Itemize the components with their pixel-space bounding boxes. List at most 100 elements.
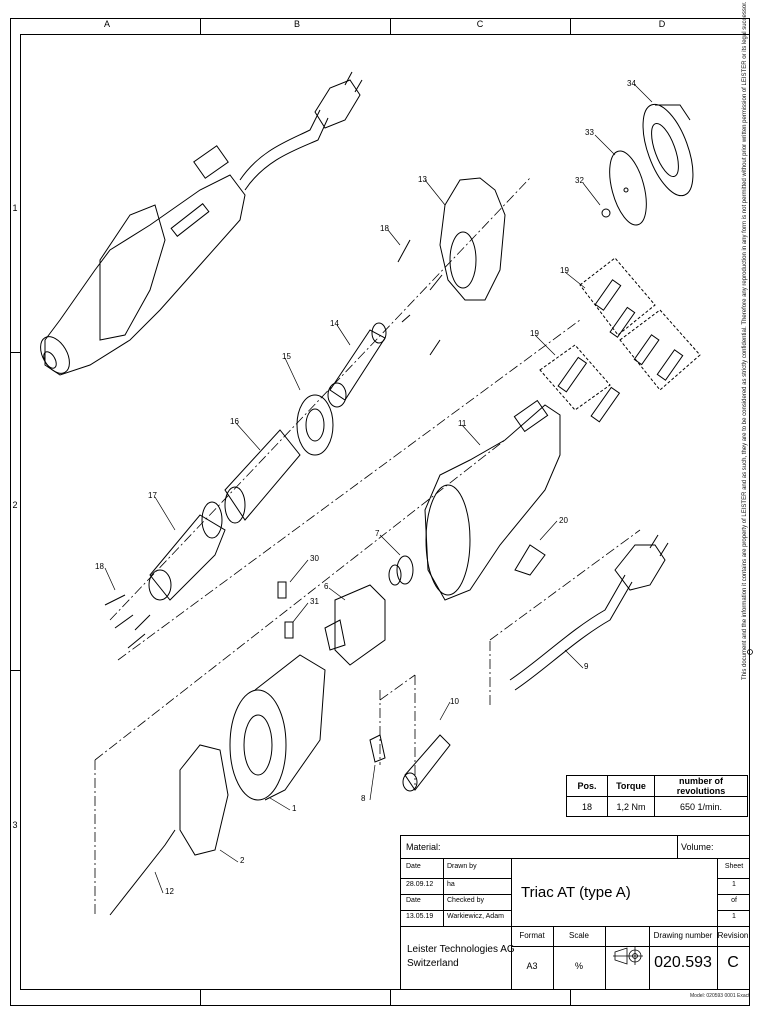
scale-value: % xyxy=(574,961,583,971)
grid-row-label: 3 xyxy=(12,820,18,830)
spec-cell-revolutions: 650 1/min. xyxy=(654,796,748,817)
callout-6: 6 xyxy=(324,582,329,591)
drawn-by: ha xyxy=(447,881,455,888)
date-label: Date xyxy=(406,897,421,904)
callout-2: 2 xyxy=(240,856,245,865)
callout-30: 30 xyxy=(310,554,319,563)
spec-cell-torque: 1,2 Nm xyxy=(607,796,655,817)
spec-header-pos: Pos. xyxy=(566,775,608,797)
part-2-cover xyxy=(179,744,229,856)
part-32-nut xyxy=(601,208,611,218)
part-10-pipe xyxy=(402,734,451,792)
company-name: Leister Technologies AG xyxy=(407,944,515,955)
callout-16: 16 xyxy=(230,417,239,426)
scale-label: Scale xyxy=(568,931,589,940)
callout-13: 13 xyxy=(418,175,427,184)
torque-spec-table: Pos. Torque number of revolutions 18 1,2… xyxy=(566,775,748,817)
part-34-ring xyxy=(642,103,694,197)
spec-header-torque: Torque xyxy=(607,775,655,797)
grid-divider xyxy=(10,352,20,353)
part-19-switches xyxy=(557,279,684,423)
grid-divider xyxy=(200,18,201,34)
callout-8: 8 xyxy=(361,794,366,803)
sheet-number: 1 xyxy=(732,881,736,888)
part-20-cover xyxy=(514,544,546,576)
callout-20: 20 xyxy=(559,516,568,525)
material-label: Material: xyxy=(406,842,441,852)
format-label: Format xyxy=(519,931,545,940)
part-14-heating-element xyxy=(327,322,387,408)
drawn-by-label: Drawn by xyxy=(447,863,477,870)
part-16-tube xyxy=(224,429,301,524)
assembled-tool xyxy=(40,71,363,376)
callout-11: 11 xyxy=(458,419,467,428)
part-11-main-housing xyxy=(424,399,561,601)
grid-divider xyxy=(390,990,391,1006)
grid-row-label: 2 xyxy=(12,500,18,510)
revision-value: C xyxy=(727,954,739,971)
callout-17: 17 xyxy=(148,491,157,500)
callout-19: 19 xyxy=(530,329,539,338)
grid-row-label: 1 xyxy=(12,203,18,213)
callout-18: 18 xyxy=(95,562,104,571)
callout-32: 32 xyxy=(575,176,584,185)
part-31-clip xyxy=(284,621,294,639)
part-17-nozzle xyxy=(148,501,226,601)
drawing-number: 020.593 xyxy=(654,954,712,971)
grid-divider xyxy=(10,670,20,671)
company-country: Switzerland xyxy=(407,958,459,969)
part-33-disc xyxy=(609,150,647,226)
callout-31: 31 xyxy=(310,597,319,606)
projection-symbol-icon xyxy=(613,947,643,965)
part-1-motor-housing xyxy=(229,654,326,801)
part-7-fan xyxy=(388,555,414,586)
part-12-wire xyxy=(109,829,176,916)
checked-by: Warkiewicz, Adam xyxy=(447,913,504,920)
title-block: Material: Volume: Date Drawn by 28.09.12… xyxy=(400,835,750,990)
grid-divider xyxy=(570,990,571,1006)
of-label: of xyxy=(731,897,737,904)
part-15-plate xyxy=(296,394,334,456)
volume-label: Volume: xyxy=(681,842,714,852)
revision-label: Revision xyxy=(717,931,749,940)
spec-header-revolutions: number of revolutions xyxy=(654,775,748,797)
date-label: Date xyxy=(406,863,421,870)
sheet-total: 1 xyxy=(732,913,736,920)
grid-divider xyxy=(390,18,391,34)
drawn-date: 28.09.12 xyxy=(406,881,434,888)
callout-10: 10 xyxy=(450,697,459,706)
part-6-electronics xyxy=(324,584,386,666)
drawing-title: Triac AT (type A) xyxy=(521,884,631,901)
drawing-number-label: Drawing number xyxy=(653,931,713,940)
callout-12: 12 xyxy=(165,887,174,896)
part-13-housing xyxy=(439,177,506,301)
grid-divider xyxy=(570,18,571,34)
callout-9: 9 xyxy=(584,662,589,671)
callout-34: 34 xyxy=(627,79,636,88)
checked-date: 13.05.19 xyxy=(406,913,434,920)
drawing-area xyxy=(20,34,750,990)
model-reference: Model: 020593 0001 Exact xyxy=(690,993,750,999)
grid-col-label: D xyxy=(658,19,666,29)
spec-cell-pos: 18 xyxy=(566,796,608,817)
callout-7: 7 xyxy=(375,529,380,538)
part-8-bracket xyxy=(369,734,386,763)
callout-19: 19 xyxy=(560,266,569,275)
sheet-label: Sheet xyxy=(724,863,744,870)
confidentiality-note: This document and the information it con… xyxy=(742,1,748,680)
grid-divider xyxy=(200,990,201,1006)
callout-15: 15 xyxy=(282,352,291,361)
grid-col-label: C xyxy=(476,19,484,29)
grid-col-label: B xyxy=(293,19,300,29)
callout-1: 1 xyxy=(292,804,297,813)
callout-14: 14 xyxy=(330,319,339,328)
format-value: A3 xyxy=(526,961,538,971)
callout-18: 18 xyxy=(380,224,389,233)
callout-33: 33 xyxy=(585,128,594,137)
part-30-clip xyxy=(277,581,287,599)
checked-by-label: Checked by xyxy=(447,897,484,904)
part-9-power-cord xyxy=(509,534,669,691)
part-18-screw xyxy=(397,239,411,263)
grid-col-label: A xyxy=(103,19,110,29)
